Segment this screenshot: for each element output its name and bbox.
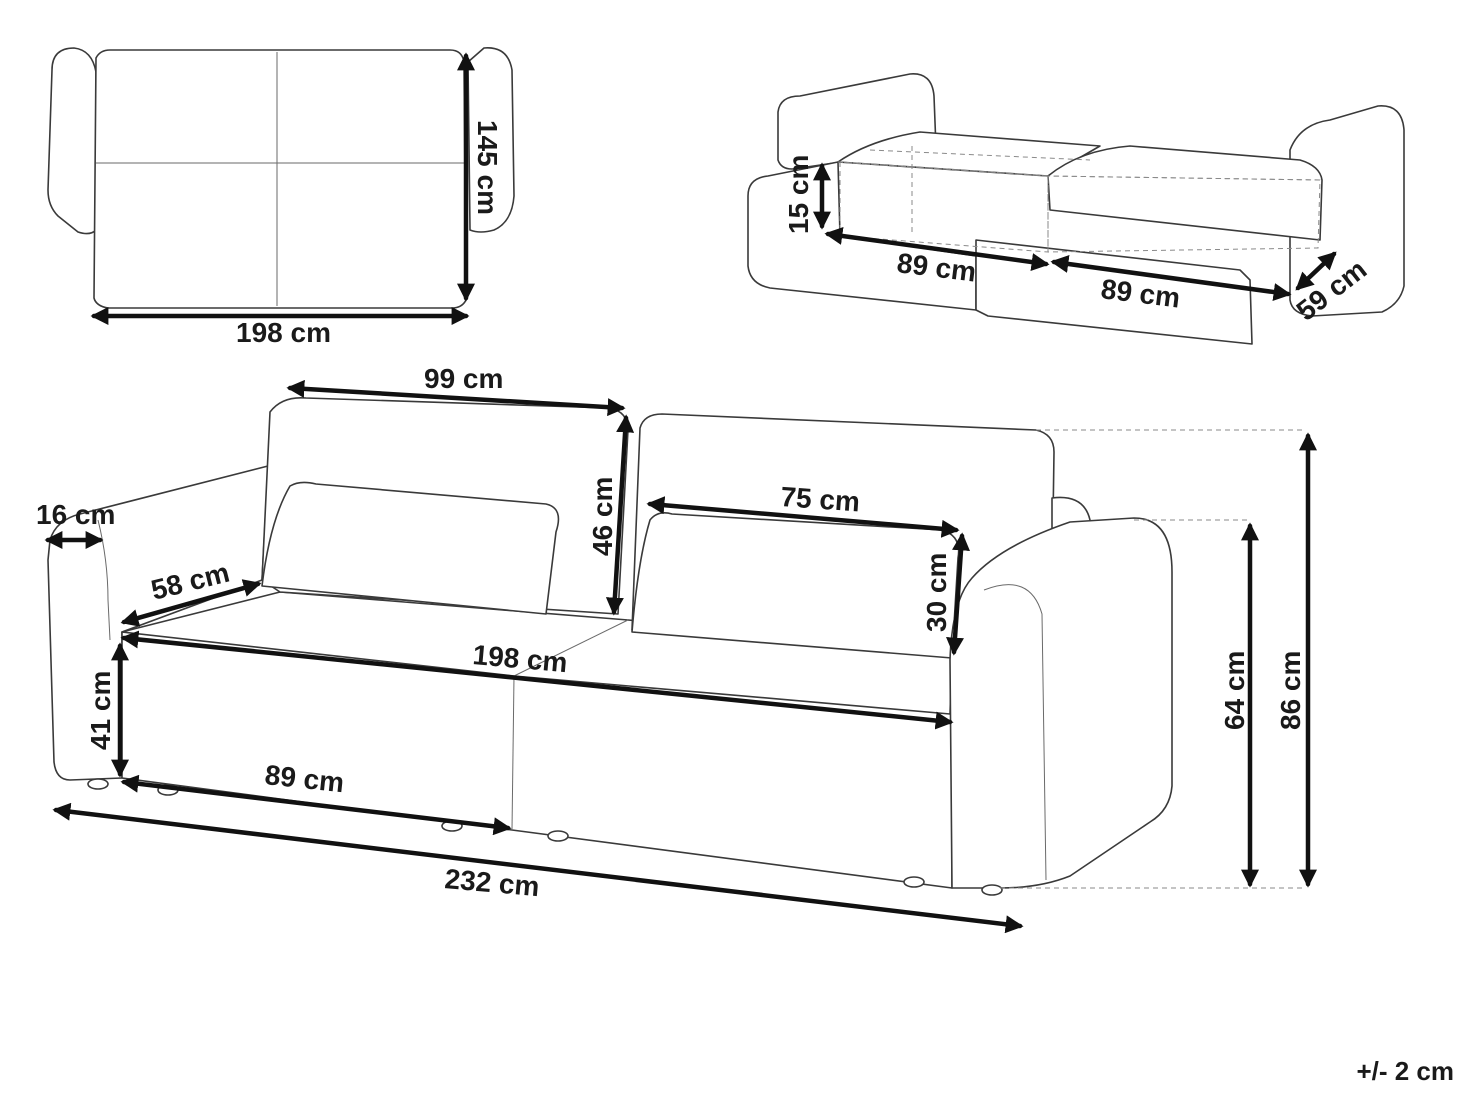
seat-width-arrow: [120, 630, 954, 730]
total-height-label: 86 cm: [1275, 651, 1306, 730]
back-cushion-width-arrow: [286, 379, 626, 417]
mattress-height-label: 15 cm: [783, 155, 814, 234]
front-view-dimensions: 99 cm 46 cm 75 cm 30 cm 16 cm 58 cm 198 …: [36, 363, 1317, 934]
seat-height-label: 41 cm: [85, 671, 116, 750]
top-view-drawing: [47, 47, 515, 309]
total-width-arrow: [52, 802, 1024, 934]
width-label: 198 cm: [236, 317, 331, 348]
total-width-label: 232 cm: [443, 863, 540, 902]
back-cushion-height-label: 46 cm: [587, 477, 618, 556]
armrest-width-label: 16 cm: [36, 499, 115, 530]
back-cushion-width-label: 99 cm: [424, 363, 503, 394]
pillow-width-label: 75 cm: [780, 481, 861, 517]
pillow-height-arrow: [946, 532, 970, 656]
bed-view-drawing: [747, 73, 1405, 345]
depth-label: 145 cm: [472, 120, 503, 215]
right-bed-arrow: [1050, 255, 1292, 301]
tolerance-note: +/- 2 cm: [1356, 1056, 1454, 1086]
top-view-dimensions: 145 cm 198 cm: [90, 52, 503, 348]
pillow-height-label: 30 cm: [921, 553, 952, 632]
back-cushion-height-arrow: [605, 414, 635, 616]
seat-depth-arrow: [120, 579, 262, 627]
extension-arrow: [1295, 251, 1337, 291]
left-bed-arrow: [824, 227, 1050, 271]
front-view-drawing: [47, 396, 1306, 896]
pillow-width-arrow: [646, 496, 960, 538]
armrest-height-label: 64 cm: [1219, 651, 1250, 730]
